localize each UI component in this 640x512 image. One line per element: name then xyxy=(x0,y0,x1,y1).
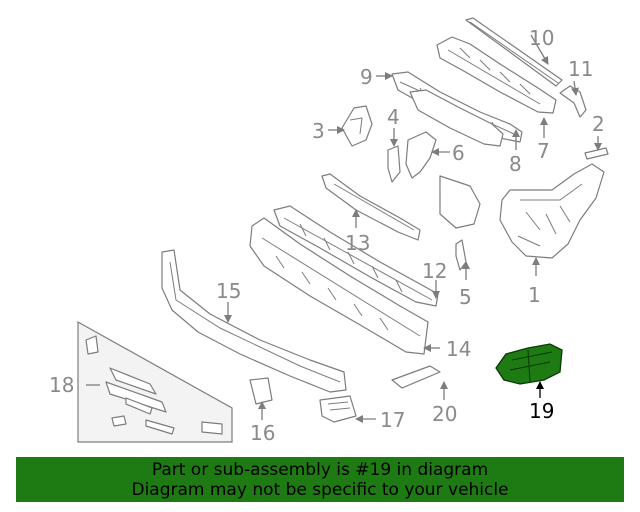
banner-line-2: Diagram may not be specific to your vehi… xyxy=(131,479,509,500)
part-17-shape xyxy=(319,395,357,423)
part-14-shape xyxy=(249,217,429,355)
part-8-shape xyxy=(409,89,504,147)
part-18-shape xyxy=(77,320,233,443)
part-6-shape xyxy=(405,131,437,179)
part-15-shape xyxy=(161,249,347,393)
banner-line-1: Part or sub-assembly is #19 in diagram xyxy=(151,459,489,480)
part-12-shape xyxy=(273,205,439,307)
part-10-shape xyxy=(465,17,563,87)
leader-10 xyxy=(530,34,549,65)
part-13-shape xyxy=(321,173,421,241)
callout-6: 6 xyxy=(452,141,465,165)
callout-17: 17 xyxy=(380,408,405,432)
callout-15: 15 xyxy=(216,279,241,303)
callout-18: 18 xyxy=(49,373,74,397)
callout-13: 13 xyxy=(345,231,370,255)
part-19-shape xyxy=(495,343,563,385)
callout-11: 11 xyxy=(568,57,593,81)
part-11-shape xyxy=(559,85,587,118)
callout-10: 10 xyxy=(529,26,554,50)
callout-12: 12 xyxy=(422,259,447,283)
callout-14: 14 xyxy=(446,337,471,361)
part-16-shape xyxy=(249,377,273,405)
part-5-shape xyxy=(455,239,467,271)
part-20-shape xyxy=(391,365,441,389)
callout-2: 2 xyxy=(592,112,605,136)
callout-5: 5 xyxy=(459,285,472,309)
callout-19: 19 xyxy=(529,399,554,423)
callout-7: 7 xyxy=(537,139,550,163)
callout-4: 4 xyxy=(387,105,400,129)
exploded-parts-diagram: 1 2 3 4 5 6 7 8 9 10 11 12 13 14 15 16 1… xyxy=(49,17,609,445)
part-4-shape xyxy=(387,145,401,183)
leader-11 xyxy=(571,80,579,96)
callout-3: 3 xyxy=(312,119,325,143)
callout-20: 20 xyxy=(432,402,457,426)
part-3-shape xyxy=(341,105,373,147)
info-banner: Part or sub-assembly is #19 in diagram D… xyxy=(16,457,624,502)
callout-9: 9 xyxy=(360,65,373,89)
callout-1: 1 xyxy=(528,283,541,307)
callout-16: 16 xyxy=(250,421,275,445)
part-7-shape xyxy=(436,36,557,114)
part-2-shape xyxy=(584,147,609,160)
callout-8: 8 xyxy=(509,152,522,176)
part-1-shape xyxy=(439,163,605,259)
